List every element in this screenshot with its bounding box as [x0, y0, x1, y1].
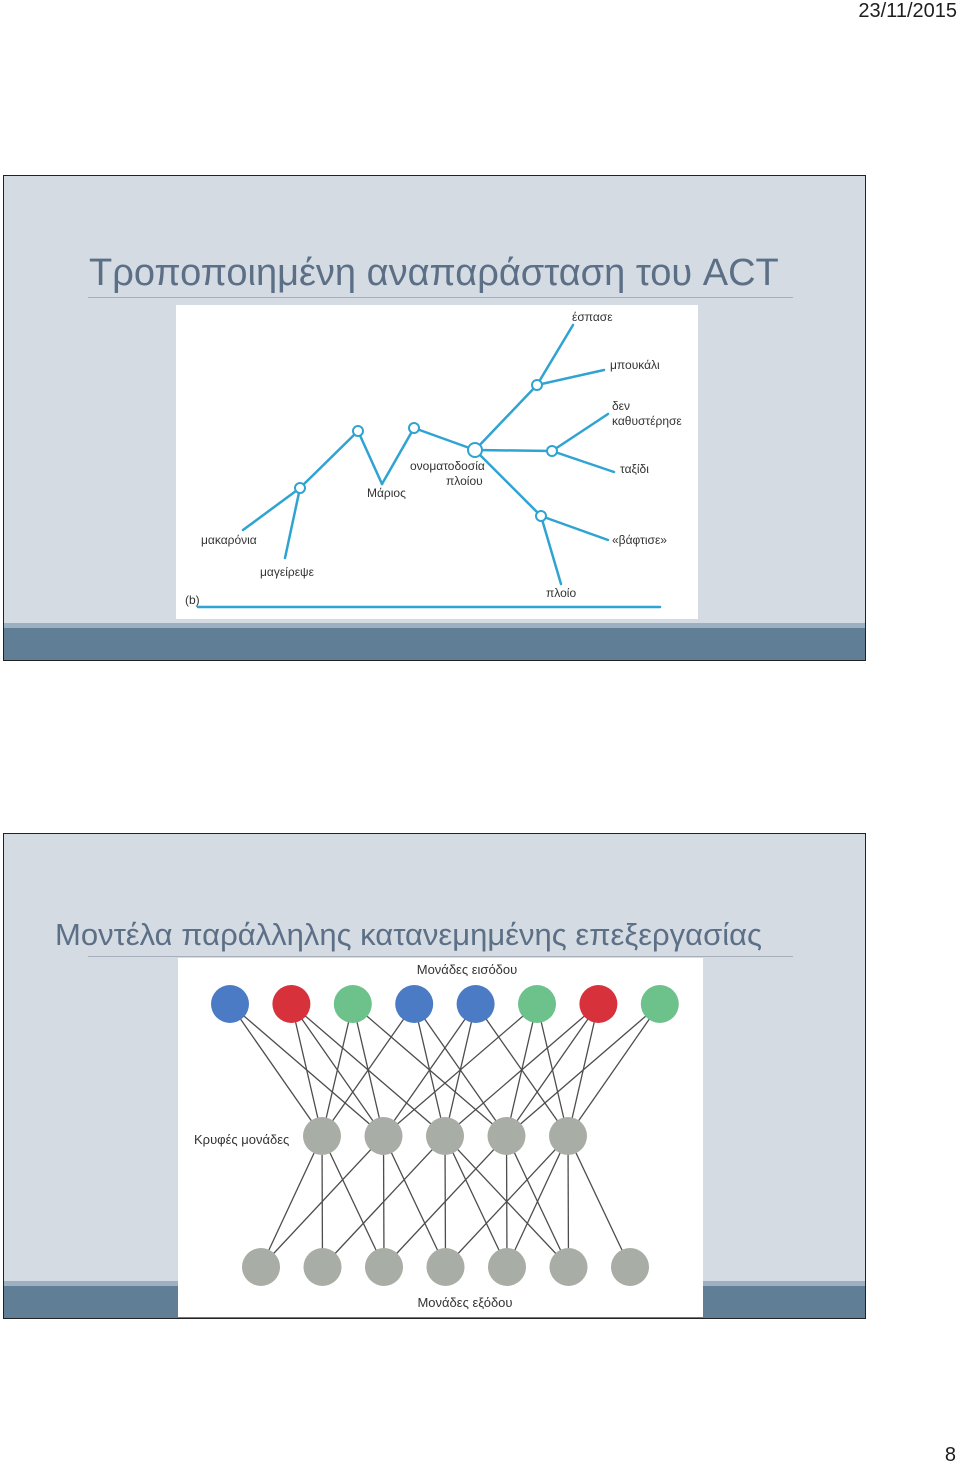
slide-footer-band — [4, 623, 865, 660]
concept-node — [408, 422, 420, 434]
input-hidden-connection — [567, 1003, 661, 1137]
hidden-output-connection — [383, 1135, 507, 1268]
input-unit — [640, 985, 679, 1023]
link-ploio — [539, 514, 563, 586]
input-unit — [579, 985, 618, 1023]
link-to-naming — [412, 426, 477, 452]
hidden-unit — [487, 1117, 526, 1155]
slide-title: Τροποποιημένη αναπαράσταση του ACT — [89, 252, 779, 294]
act-links — [196, 323, 662, 609]
concept-node — [546, 445, 558, 457]
input-hidden-connection — [383, 1003, 538, 1137]
label-ploiou: πλοίου — [446, 474, 483, 488]
link-marios-left — [356, 429, 384, 486]
input-unit — [456, 985, 495, 1023]
hidden-output-connection — [445, 1135, 569, 1268]
link-den-kathysterise — [550, 412, 610, 453]
input-hidden-connection — [444, 1003, 599, 1137]
slide-title: Μοντέλα παράλληλης κατανεμημένης επεξεργ… — [55, 917, 762, 952]
label-kathysterise: καθυστέρησε — [612, 414, 682, 428]
pdp-connections — [229, 1003, 661, 1268]
hidden-output-connection — [444, 1135, 508, 1268]
input-hidden-connection — [321, 1003, 415, 1137]
output-unit — [488, 1248, 526, 1286]
act-nodes — [294, 379, 558, 522]
panel-label: (b) — [185, 593, 200, 607]
link-naming-break — [473, 383, 539, 452]
link-mpoukali — [535, 368, 606, 387]
input-hidden-connection — [229, 1003, 323, 1137]
act-network-figure: έσπασε μπουκάλι δεν καθυστέρησε ονοματοδ… — [176, 305, 698, 619]
act-network-diagram: έσπασε μπουκάλι δεν καθυστέρησε ονοματοδ… — [185, 310, 682, 609]
pdp-network-figure: Μονάδες εισόδου Κρυφές μονάδες Μονάδες ε… — [178, 958, 703, 1317]
link-naming-baptize — [473, 448, 543, 518]
link-cook-proposition — [298, 429, 360, 490]
output-unit — [242, 1248, 280, 1286]
hidden-output-connection — [567, 1135, 570, 1268]
act-labels: έσπασε μπουκάλι δεν καθυστέρησε ονοματοδ… — [185, 310, 682, 607]
concept-node — [352, 425, 364, 437]
hidden-unit — [426, 1117, 464, 1155]
output-unit — [426, 1248, 465, 1286]
label-mageirepse: μαγείρεψε — [260, 565, 315, 579]
output-unit — [365, 1248, 403, 1286]
page-number: 8 — [944, 1444, 956, 1466]
handout-date: 23/11/2015 — [858, 0, 957, 22]
hidden-output-connection — [506, 1135, 569, 1268]
input-hidden-connection — [321, 1003, 354, 1137]
hidden-output-connection — [322, 1135, 446, 1268]
link-taxidi — [550, 449, 616, 474]
hidden-unit — [364, 1117, 403, 1155]
label-taxidi: ταξίδι — [620, 462, 649, 476]
concept-node — [294, 482, 306, 494]
input-unit — [395, 985, 434, 1023]
link-vaftise — [539, 514, 610, 542]
label-marios: Μάριος — [367, 486, 406, 500]
hidden-unit — [303, 1117, 341, 1155]
link-marios-right — [380, 426, 416, 486]
input-units-label: Μονάδες εισόδου — [417, 962, 518, 977]
hidden-units-label: Κρυφές μονάδες — [194, 1132, 289, 1147]
label-den: δεν — [612, 399, 630, 413]
output-unit — [549, 1248, 588, 1286]
hidden-unit — [549, 1117, 587, 1155]
proposition-node — [467, 442, 483, 458]
title-underline — [88, 956, 793, 957]
hidden-output-connection — [260, 1135, 384, 1268]
input-unit — [272, 985, 311, 1023]
link-naming-delay — [473, 448, 554, 453]
label-mpoukali: μπουκάλι — [610, 358, 660, 372]
input-hidden-connection — [505, 1003, 599, 1137]
pdp-network-diagram: Μονάδες εισόδου Κρυφές μονάδες Μονάδες ε… — [194, 962, 679, 1310]
slide-pdp-models: Μοντέλα παράλληλης κατανεμημένης επεξεργ… — [3, 833, 866, 1319]
pdp-units — [211, 985, 679, 1286]
concept-node — [531, 379, 543, 391]
label-onomatodosia: ονοματοδοσία — [410, 459, 485, 473]
input-unit — [333, 985, 372, 1023]
label-espase: έσπασε — [572, 310, 613, 324]
hidden-output-connection — [260, 1135, 323, 1268]
concept-node — [535, 510, 547, 522]
hidden-output-connection — [567, 1135, 631, 1268]
link-espase — [535, 323, 575, 387]
title-underline — [88, 297, 793, 298]
hidden-output-connection — [382, 1135, 447, 1268]
input-hidden-connection — [290, 1003, 323, 1137]
link-makaronia — [241, 486, 302, 532]
output-units-label: Μονάδες εξόδου — [417, 1295, 512, 1310]
slide-act-representation: Τροποποιημένη αναπαράσταση του ACT — [3, 175, 866, 661]
input-unit — [518, 985, 556, 1023]
input-hidden-connection — [506, 1003, 661, 1137]
input-unit — [211, 985, 249, 1023]
input-hidden-connection — [382, 1003, 477, 1137]
hidden-output-connection — [321, 1135, 385, 1268]
link-mageirepse — [283, 486, 302, 560]
output-unit — [303, 1248, 342, 1286]
label-vaftise: «βάφτισε» — [612, 533, 667, 547]
label-ploio: πλοίο — [546, 586, 576, 600]
label-makaronia: μακαρόνια — [201, 533, 257, 547]
output-unit — [611, 1248, 649, 1286]
